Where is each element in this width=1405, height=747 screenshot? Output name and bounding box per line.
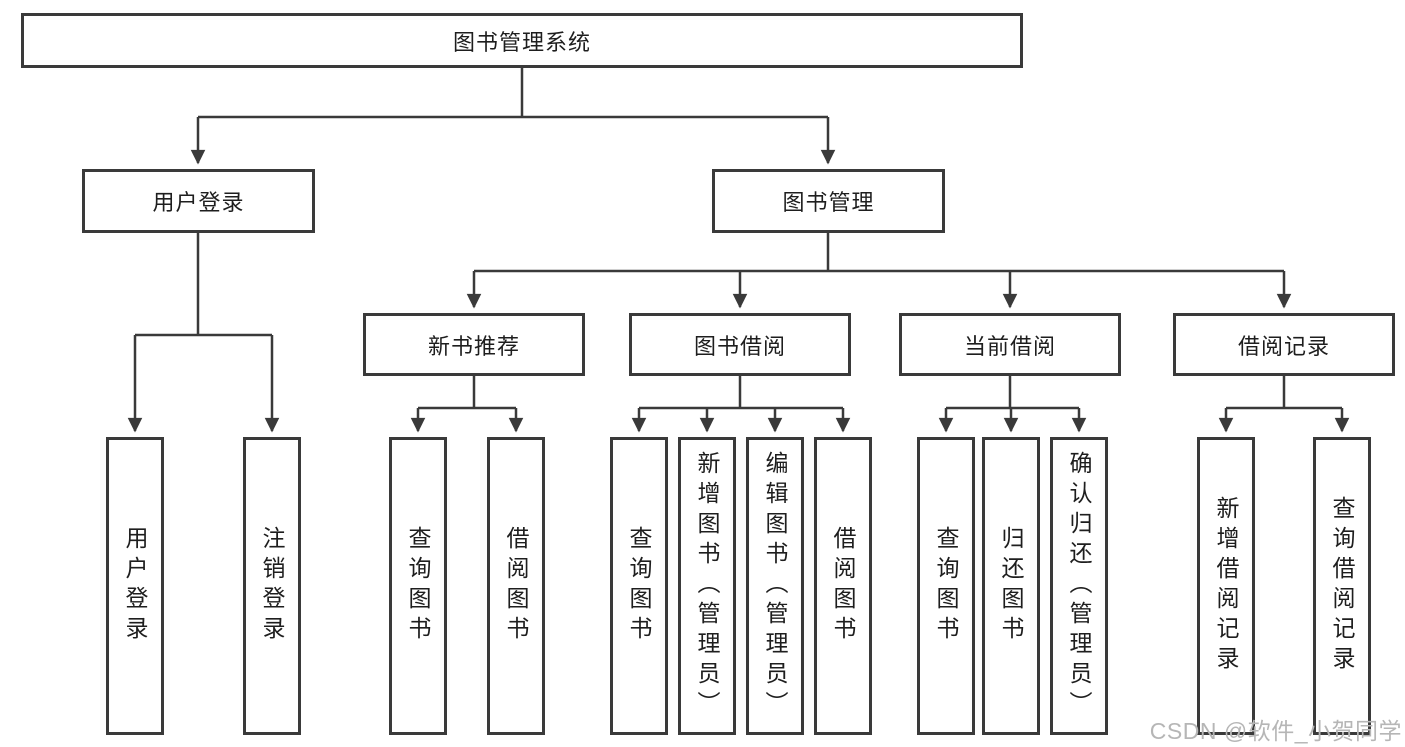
node-new-books: 新书推荐 [363, 313, 585, 376]
leaf-borrow-edit-admin: 编辑图书（管理员） [746, 437, 804, 735]
leaf-records-add: 新增借阅记录 [1197, 437, 1255, 735]
leaf-newbooks-borrow: 借阅图书 [487, 437, 545, 735]
leaf-current-confirm-admin: 确认归还（管理员） [1050, 437, 1108, 735]
leaf-current-return: 归还图书 [982, 437, 1040, 735]
leaf-logout: 注销登录 [243, 437, 301, 735]
connector-manage-to-level3 [466, 233, 1292, 309]
node-book-manage: 图书管理 [712, 169, 945, 233]
node-root: 图书管理系统 [21, 13, 1023, 68]
connector-newbooks-to-leaves [410, 376, 524, 433]
connector-root-to-level2 [190, 68, 836, 165]
leaf-records-query: 查询借阅记录 [1313, 437, 1371, 735]
leaf-borrow-add-admin: 新增图书（管理员） [678, 437, 736, 735]
watermark: CSDN @软件_小贺同学 [1149, 718, 1402, 744]
leaf-borrow-query: 查询图书 [610, 437, 668, 735]
connector-records-to-leaves [1218, 376, 1350, 433]
leaf-current-query: 查询图书 [917, 437, 975, 735]
connector-current-to-leaves [938, 376, 1087, 433]
node-user-login: 用户登录 [82, 169, 315, 233]
node-current-borrow: 当前借阅 [899, 313, 1121, 376]
connector-login-to-leaves [127, 233, 280, 433]
node-borrow-records: 借阅记录 [1173, 313, 1395, 376]
connector-borrow-to-leaves [631, 376, 851, 433]
leaf-borrow-borrow: 借阅图书 [814, 437, 872, 735]
node-book-borrow: 图书借阅 [629, 313, 851, 376]
leaf-user-login: 用户登录 [106, 437, 164, 735]
leaf-newbooks-query: 查询图书 [389, 437, 447, 735]
